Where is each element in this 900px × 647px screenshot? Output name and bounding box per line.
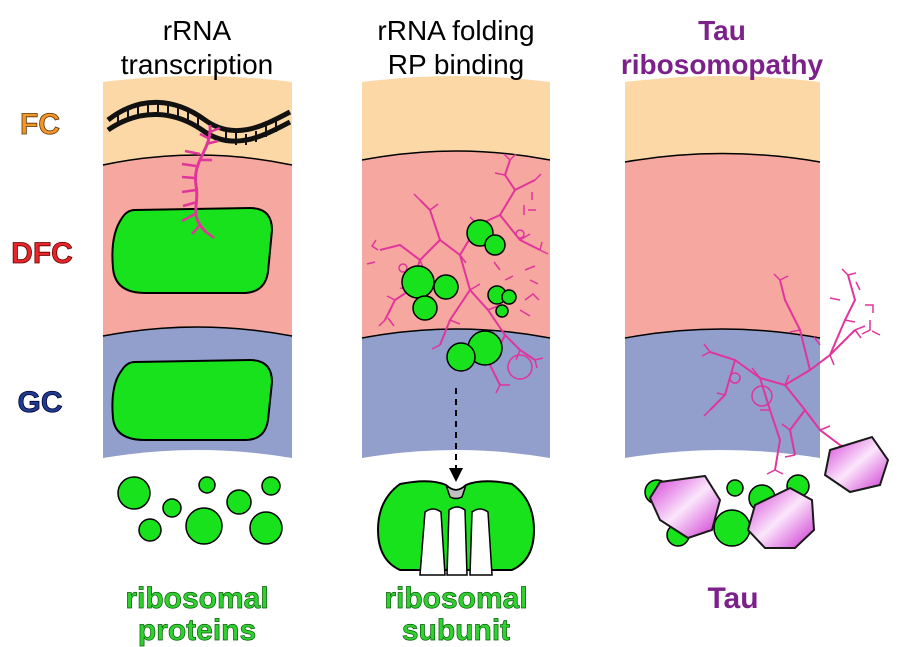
tau-oligomers — [648, 435, 890, 549]
column-1-title-line2: transcription — [121, 49, 274, 80]
protein-pool-gc — [111, 358, 274, 441]
protein-pool-dfc — [111, 206, 274, 294]
column-rrna-folding — [361, 76, 551, 482]
maturation-arrow — [449, 388, 463, 482]
column-3-title-line1: Tau — [698, 15, 746, 46]
column-2-caption-line2: subunit — [402, 614, 510, 647]
dna-helix — [106, 99, 292, 145]
free-ribosomal-proteins — [117, 476, 283, 545]
column-1-title-line1: rRNA — [163, 15, 232, 46]
column-2-caption-line1: ribosomal — [384, 582, 527, 615]
column-3-title-line2: ribosomopathy — [621, 49, 824, 80]
column-3-caption-line1: Tau — [707, 582, 758, 615]
column-1-caption-line1: ribosomal — [125, 582, 268, 615]
column-2-title-line1: rRNA folding — [377, 15, 534, 46]
column-rrna-transcription — [102, 76, 293, 458]
dfc-band — [625, 153, 820, 338]
nascent-rrna — [181, 124, 221, 239]
fc-band — [625, 76, 820, 162]
column-tau-ribosomopathy — [624, 76, 890, 549]
fc-band — [362, 76, 550, 160]
region-label-gc: GC — [18, 386, 63, 419]
column-2-title-line2: RP binding — [388, 49, 524, 80]
region-label-fc: FC — [20, 108, 60, 141]
misfolded-rrna — [701, 268, 881, 475]
ribosomal-subunit — [376, 480, 536, 576]
gc-band — [625, 329, 820, 458]
column-1-caption-line2: proteins — [138, 614, 256, 647]
bound-proteins — [401, 219, 517, 372]
region-label-dfc: DFC — [11, 237, 73, 270]
